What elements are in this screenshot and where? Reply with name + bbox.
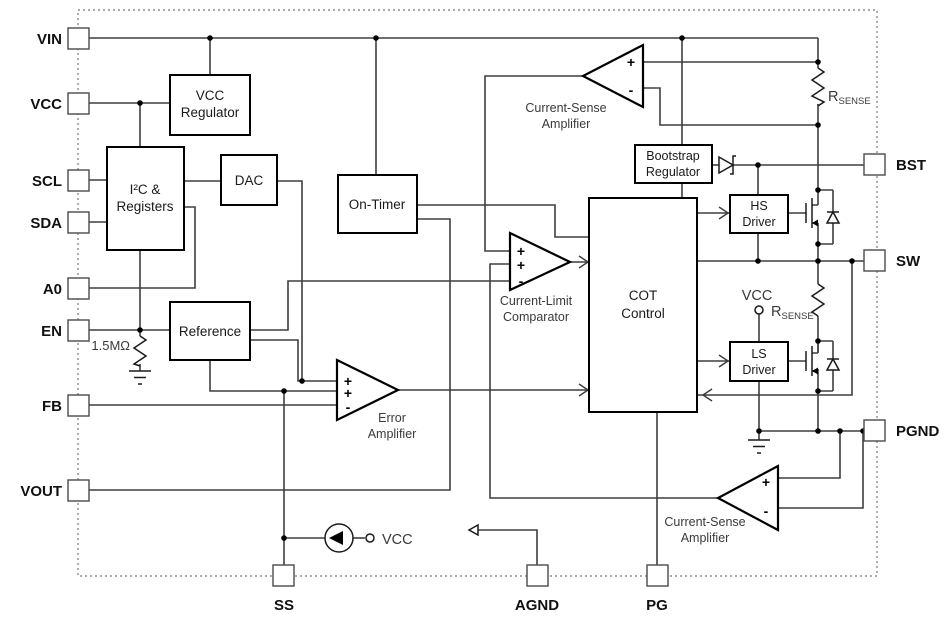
pin-sda: SDA (30, 211, 90, 234)
current-sense-amplifier-bottom: + - Current-Sense Amplifier (664, 464, 780, 545)
svg-text:HS: HS (750, 199, 767, 213)
ls-vcc-node-icon (754, 305, 764, 315)
svg-text:Driver: Driver (742, 363, 775, 377)
pin-ss: SS (272, 564, 295, 614)
rsense-top-resistor-icon (810, 67, 826, 107)
svg-text:A0: A0 (43, 281, 62, 298)
pin-vin: VIN (37, 27, 90, 50)
svg-text:LS: LS (751, 347, 766, 361)
svg-text:-: - (764, 503, 769, 519)
pin-vcc: VCC (30, 92, 90, 115)
svg-text:-: - (346, 399, 351, 415)
ls-mosfet-icon (788, 340, 841, 392)
svg-text:Regulator: Regulator (181, 105, 240, 120)
svg-text:AGND: AGND (515, 597, 559, 614)
svg-text:-: - (519, 273, 524, 289)
en-ground-icon (129, 370, 151, 385)
block-reference: Reference (169, 301, 251, 361)
block-vcc-regulator: VCC Regulator (169, 74, 251, 136)
svg-text:VCC: VCC (196, 88, 225, 103)
svg-text:Current-Sense: Current-Sense (525, 101, 606, 115)
rsense-bottom-label: RSENSE (771, 304, 814, 322)
svg-text:VCC: VCC (30, 96, 62, 113)
block-hs-driver: HS Driver (729, 194, 789, 234)
svg-text:Error: Error (378, 411, 406, 425)
svg-text:I²C &: I²C & (130, 182, 161, 197)
svg-text:FB: FB (42, 398, 62, 415)
svg-text:On-Timer: On-Timer (349, 197, 406, 212)
svg-text:Amplifier: Amplifier (368, 427, 417, 441)
svg-text:SDA: SDA (30, 215, 62, 232)
svg-text:DAC: DAC (235, 173, 264, 188)
svg-text:+: + (762, 474, 770, 490)
en-pulldown-value: 1.5MΩ (91, 338, 130, 353)
svg-text:Driver: Driver (742, 215, 775, 229)
ss-vcc-node-icon (365, 533, 375, 543)
svg-text:Current-Sense: Current-Sense (664, 515, 745, 529)
svg-text:Amplifier: Amplifier (681, 531, 730, 545)
block-dac: DAC (220, 154, 278, 206)
pin-sw: SW (863, 249, 921, 272)
svg-text:+: + (627, 54, 635, 70)
pin-en: EN (41, 319, 90, 342)
svg-text:COT: COT (629, 288, 658, 303)
svg-text:Comparator: Comparator (503, 310, 569, 324)
ss-current-source-icon (324, 523, 354, 553)
hs-mosfet-icon (788, 189, 841, 245)
current-sense-amplifier-top: + - Current-Sense Amplifier (525, 43, 645, 131)
svg-text:Control: Control (621, 306, 665, 321)
svg-text:SCL: SCL (32, 173, 62, 190)
agnd-arrow-icon (467, 523, 479, 537)
svg-text:Registers: Registers (116, 199, 173, 214)
ss-vcc-label: VCC (382, 532, 413, 548)
pin-agnd: AGND (515, 564, 559, 614)
pin-a0: A0 (43, 277, 90, 300)
block-on-timer: On-Timer (337, 174, 418, 234)
block-ls-driver: LS Driver (729, 341, 789, 382)
power-ground-icon (748, 431, 770, 454)
svg-text:SS: SS (274, 597, 294, 614)
svg-text:+: + (344, 385, 352, 401)
bootstrap-diode-icon (718, 155, 736, 175)
svg-text:-: - (629, 82, 634, 98)
rsense-top-label: RSENSE (828, 89, 871, 107)
pin-pg: PG (646, 564, 669, 614)
svg-text:Reference: Reference (179, 324, 241, 339)
pin-fb: FB (42, 394, 90, 417)
svg-text:EN: EN (41, 323, 62, 340)
pin-pgnd: PGND (863, 419, 940, 442)
svg-text:Current-Limit: Current-Limit (500, 294, 573, 308)
svg-text:Amplifier: Amplifier (542, 117, 591, 131)
en-pulldown-resistor-icon (132, 335, 148, 367)
pin-scl: SCL (32, 169, 90, 192)
svg-text:PGND: PGND (896, 423, 940, 440)
svg-text:BST: BST (896, 157, 926, 174)
wires (89, 37, 864, 565)
svg-text:+: + (517, 243, 525, 259)
svg-text:VIN: VIN (37, 31, 62, 48)
junction-dots (137, 35, 866, 541)
error-amplifier: + + - Error Amplifier (335, 358, 417, 441)
block-cot-control: COT Control (588, 197, 698, 413)
svg-text:PG: PG (646, 597, 668, 614)
block-bootstrap-regulator: Bootstrap Regulator (634, 144, 713, 184)
rsense-bottom-resistor-icon (810, 283, 826, 317)
svg-text:+: + (517, 257, 525, 273)
svg-text:VOUT: VOUT (20, 483, 62, 500)
block-i2c-registers: I²C & Registers (106, 146, 185, 251)
pin-vout: VOUT (20, 479, 90, 502)
svg-text:Regulator: Regulator (646, 165, 700, 179)
current-limit-comparator: + + - Current-Limit Comparator (500, 231, 573, 324)
svg-text:Bootstrap: Bootstrap (646, 149, 700, 163)
pin-bst: BST (863, 153, 926, 176)
svg-text:+: + (344, 373, 352, 389)
svg-text:SW: SW (896, 253, 921, 270)
ls-vcc-label: VCC (742, 288, 773, 304)
